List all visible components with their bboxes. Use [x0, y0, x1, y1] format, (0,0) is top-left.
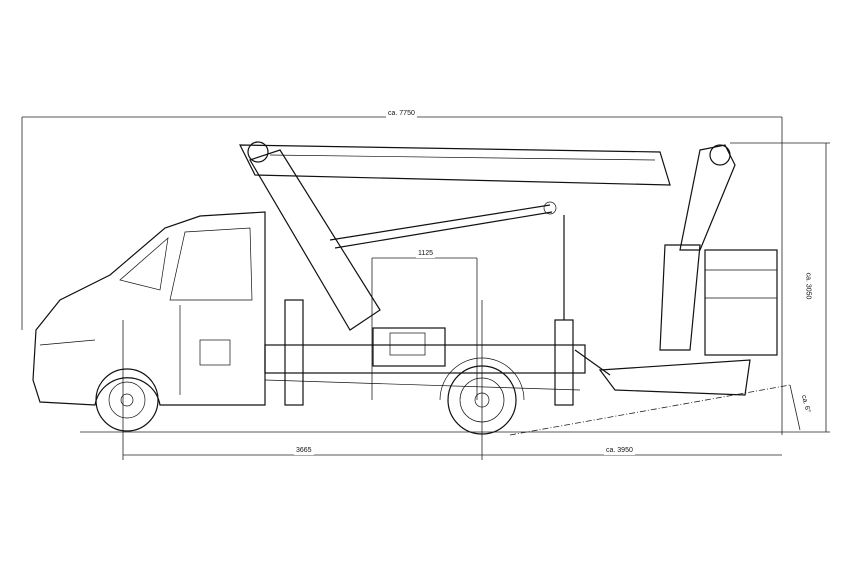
wheelbase-label: 3665 [294, 447, 314, 455]
outrigger-span-label: 1125 [416, 250, 436, 258]
dimension-lines [21, 116, 830, 460]
overall-length-label: ca. 7750 [386, 110, 417, 118]
work-basket [574, 249, 778, 396]
rear-overhang-label: ca. 3950 [604, 447, 635, 455]
height-label: ca. 3050 [803, 270, 812, 302]
van-cab [32, 211, 266, 406]
chassis [264, 327, 586, 391]
front-wheel [95, 368, 159, 432]
outriggers [284, 215, 574, 406]
boom [239, 141, 736, 351]
rear-wheel [439, 357, 525, 435]
